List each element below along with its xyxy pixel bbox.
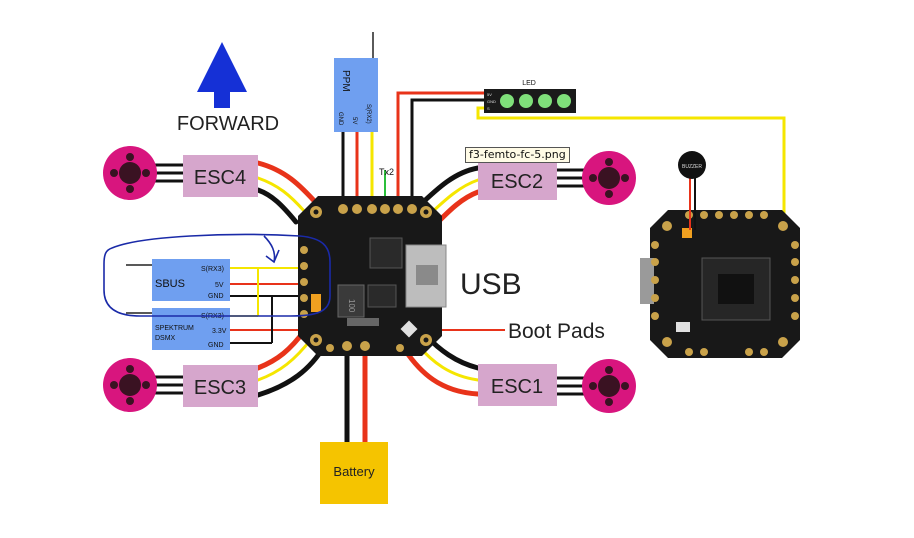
spektrum-pin-gnd: GND xyxy=(208,342,224,349)
esc-label: ESC2 xyxy=(491,171,543,193)
sbus-pin-gnd: GND xyxy=(208,293,224,300)
motor-front-left xyxy=(103,146,157,200)
buzzer-label: BUZZER xyxy=(682,164,702,170)
boot-pads-label: Boot Pads xyxy=(508,320,605,343)
motor-rear-left xyxy=(103,358,157,412)
ppm-label: PPM xyxy=(340,70,351,92)
esc-label: ESC1 xyxy=(491,376,543,398)
ppm-pin-s: S(RX2) xyxy=(365,104,371,124)
spektrum-label: SPEKTRUM xyxy=(155,325,194,332)
ppm-pin-gnd: GND xyxy=(337,112,343,126)
esc-box-esc4: ESC4 xyxy=(183,155,258,197)
handdrawn-annotation xyxy=(103,233,331,317)
esc-box-esc2: ESC2 xyxy=(478,160,557,200)
flight-controller-board: 100 xyxy=(298,196,447,356)
esc-label: ESC4 xyxy=(194,167,246,189)
buzzer: BUZZER xyxy=(678,151,706,230)
esc-box-esc3: ESC3 xyxy=(183,365,258,407)
battery: Battery xyxy=(320,442,388,504)
motor-front-right xyxy=(582,151,636,205)
led-strip: LED 5V GND S xyxy=(484,80,576,113)
ppm-receiver: PPM GND 5V S(RX2) xyxy=(334,58,378,132)
led-label: LED xyxy=(522,80,536,87)
esc-label: ESC3 xyxy=(194,377,246,399)
forward-arrow xyxy=(197,42,247,108)
spektrum-sub-label: DSMX xyxy=(155,335,176,342)
spektrum-pin-3v3: 3.3V xyxy=(212,328,227,335)
led-pin-s: S xyxy=(487,106,490,111)
esc-box-esc1: ESC1 xyxy=(478,364,557,406)
sbus-pin-5v: 5V xyxy=(215,282,224,289)
battery-label: Battery xyxy=(333,464,375,479)
tx2-label: Tx2 xyxy=(379,167,394,177)
usb-label: USB xyxy=(460,268,522,301)
secondary-fc-board xyxy=(640,210,800,358)
motor-rear-right xyxy=(582,359,636,413)
spektrum-receiver: SPEKTRUM DSMX S(RX3) 3.3V GND xyxy=(152,308,230,350)
filename-tooltip: f3-femto-fc-5.png xyxy=(465,147,570,163)
led-pin-5v: 5V xyxy=(487,92,492,97)
forward-label: FORWARD xyxy=(177,113,279,135)
fc-component-text: 100 xyxy=(347,299,356,313)
sbus-receiver: SBUS S(RX3) 5V GND xyxy=(152,259,230,301)
led-pin-gnd: GND xyxy=(487,99,496,104)
sbus-label: SBUS xyxy=(155,278,185,290)
sbus-pin-s: S(RX3) xyxy=(201,266,224,273)
ppm-pin-5v: 5V xyxy=(351,117,357,124)
